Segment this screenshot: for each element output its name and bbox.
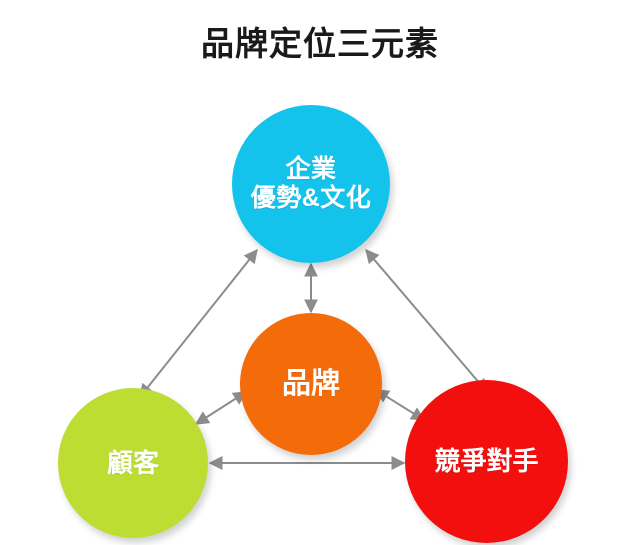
node-company-label: 企業 優勢&文化 [232,155,390,214]
node-company[interactable]: 企業 優勢&文化 [232,105,390,263]
node-competitor[interactable]: 競爭對手 [405,380,568,543]
connector-brand-customer [194,391,248,425]
node-competitor-label: 競爭對手 [434,446,539,477]
node-brand-label: 品牌 [281,367,340,400]
connector-company-competitor [365,248,488,394]
connector-brand-competitor [374,389,426,421]
node-company-label-line1: 企業 [285,154,337,183]
node-company-label-line2: 優勢&文化 [250,184,372,212]
page-title: 品牌定位三元素 [201,25,439,62]
connector-company-customer [139,248,258,399]
node-brand[interactable]: 品牌 [240,313,382,455]
node-customer-label: 顧客 [106,447,159,478]
node-customer[interactable]: 顧客 [58,388,208,538]
